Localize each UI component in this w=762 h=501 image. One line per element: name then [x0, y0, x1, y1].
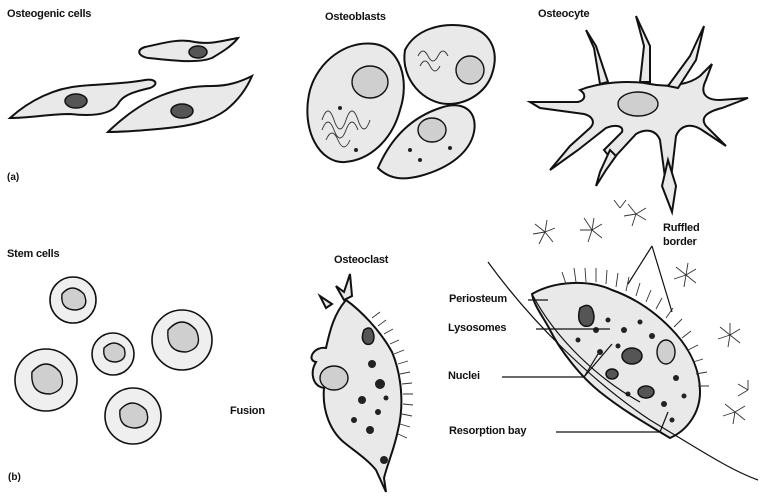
label-lysosomes: Lysosomes [448, 322, 506, 334]
label-stem-cells: Stem cells [7, 248, 59, 260]
label-resorption-bay: Resorption bay [449, 425, 526, 437]
osteoblast-2 [404, 25, 494, 104]
label-ruffled-border: Ruffled border [663, 221, 699, 249]
osteoblast-1 [307, 44, 403, 163]
stem-cell-3 [152, 310, 212, 370]
label-fusion: Fusion [230, 405, 265, 417]
label-nuclei: Nuclei [448, 370, 480, 382]
part-a-tag: (a) [7, 172, 19, 183]
large-osteoclast [532, 268, 709, 438]
osteoclast-cell [311, 274, 413, 492]
label-osteoclast: Osteoclast [334, 254, 388, 266]
label-osteogenic-cells: Osteogenic cells [7, 8, 91, 20]
label-osteoblasts: Osteoblasts [325, 11, 386, 23]
osteocyte-cell [530, 16, 748, 212]
stem-cell-2 [92, 333, 134, 375]
stem-cell-1 [50, 277, 96, 323]
osteogenic-cell-1 [139, 38, 238, 61]
stem-cell-4 [15, 349, 77, 411]
label-osteocyte: Osteocyte [538, 8, 589, 20]
stem-cell-5 [105, 388, 161, 444]
part-b-tag: (b) [8, 472, 21, 483]
label-periosteum: Periosteum [449, 293, 507, 305]
